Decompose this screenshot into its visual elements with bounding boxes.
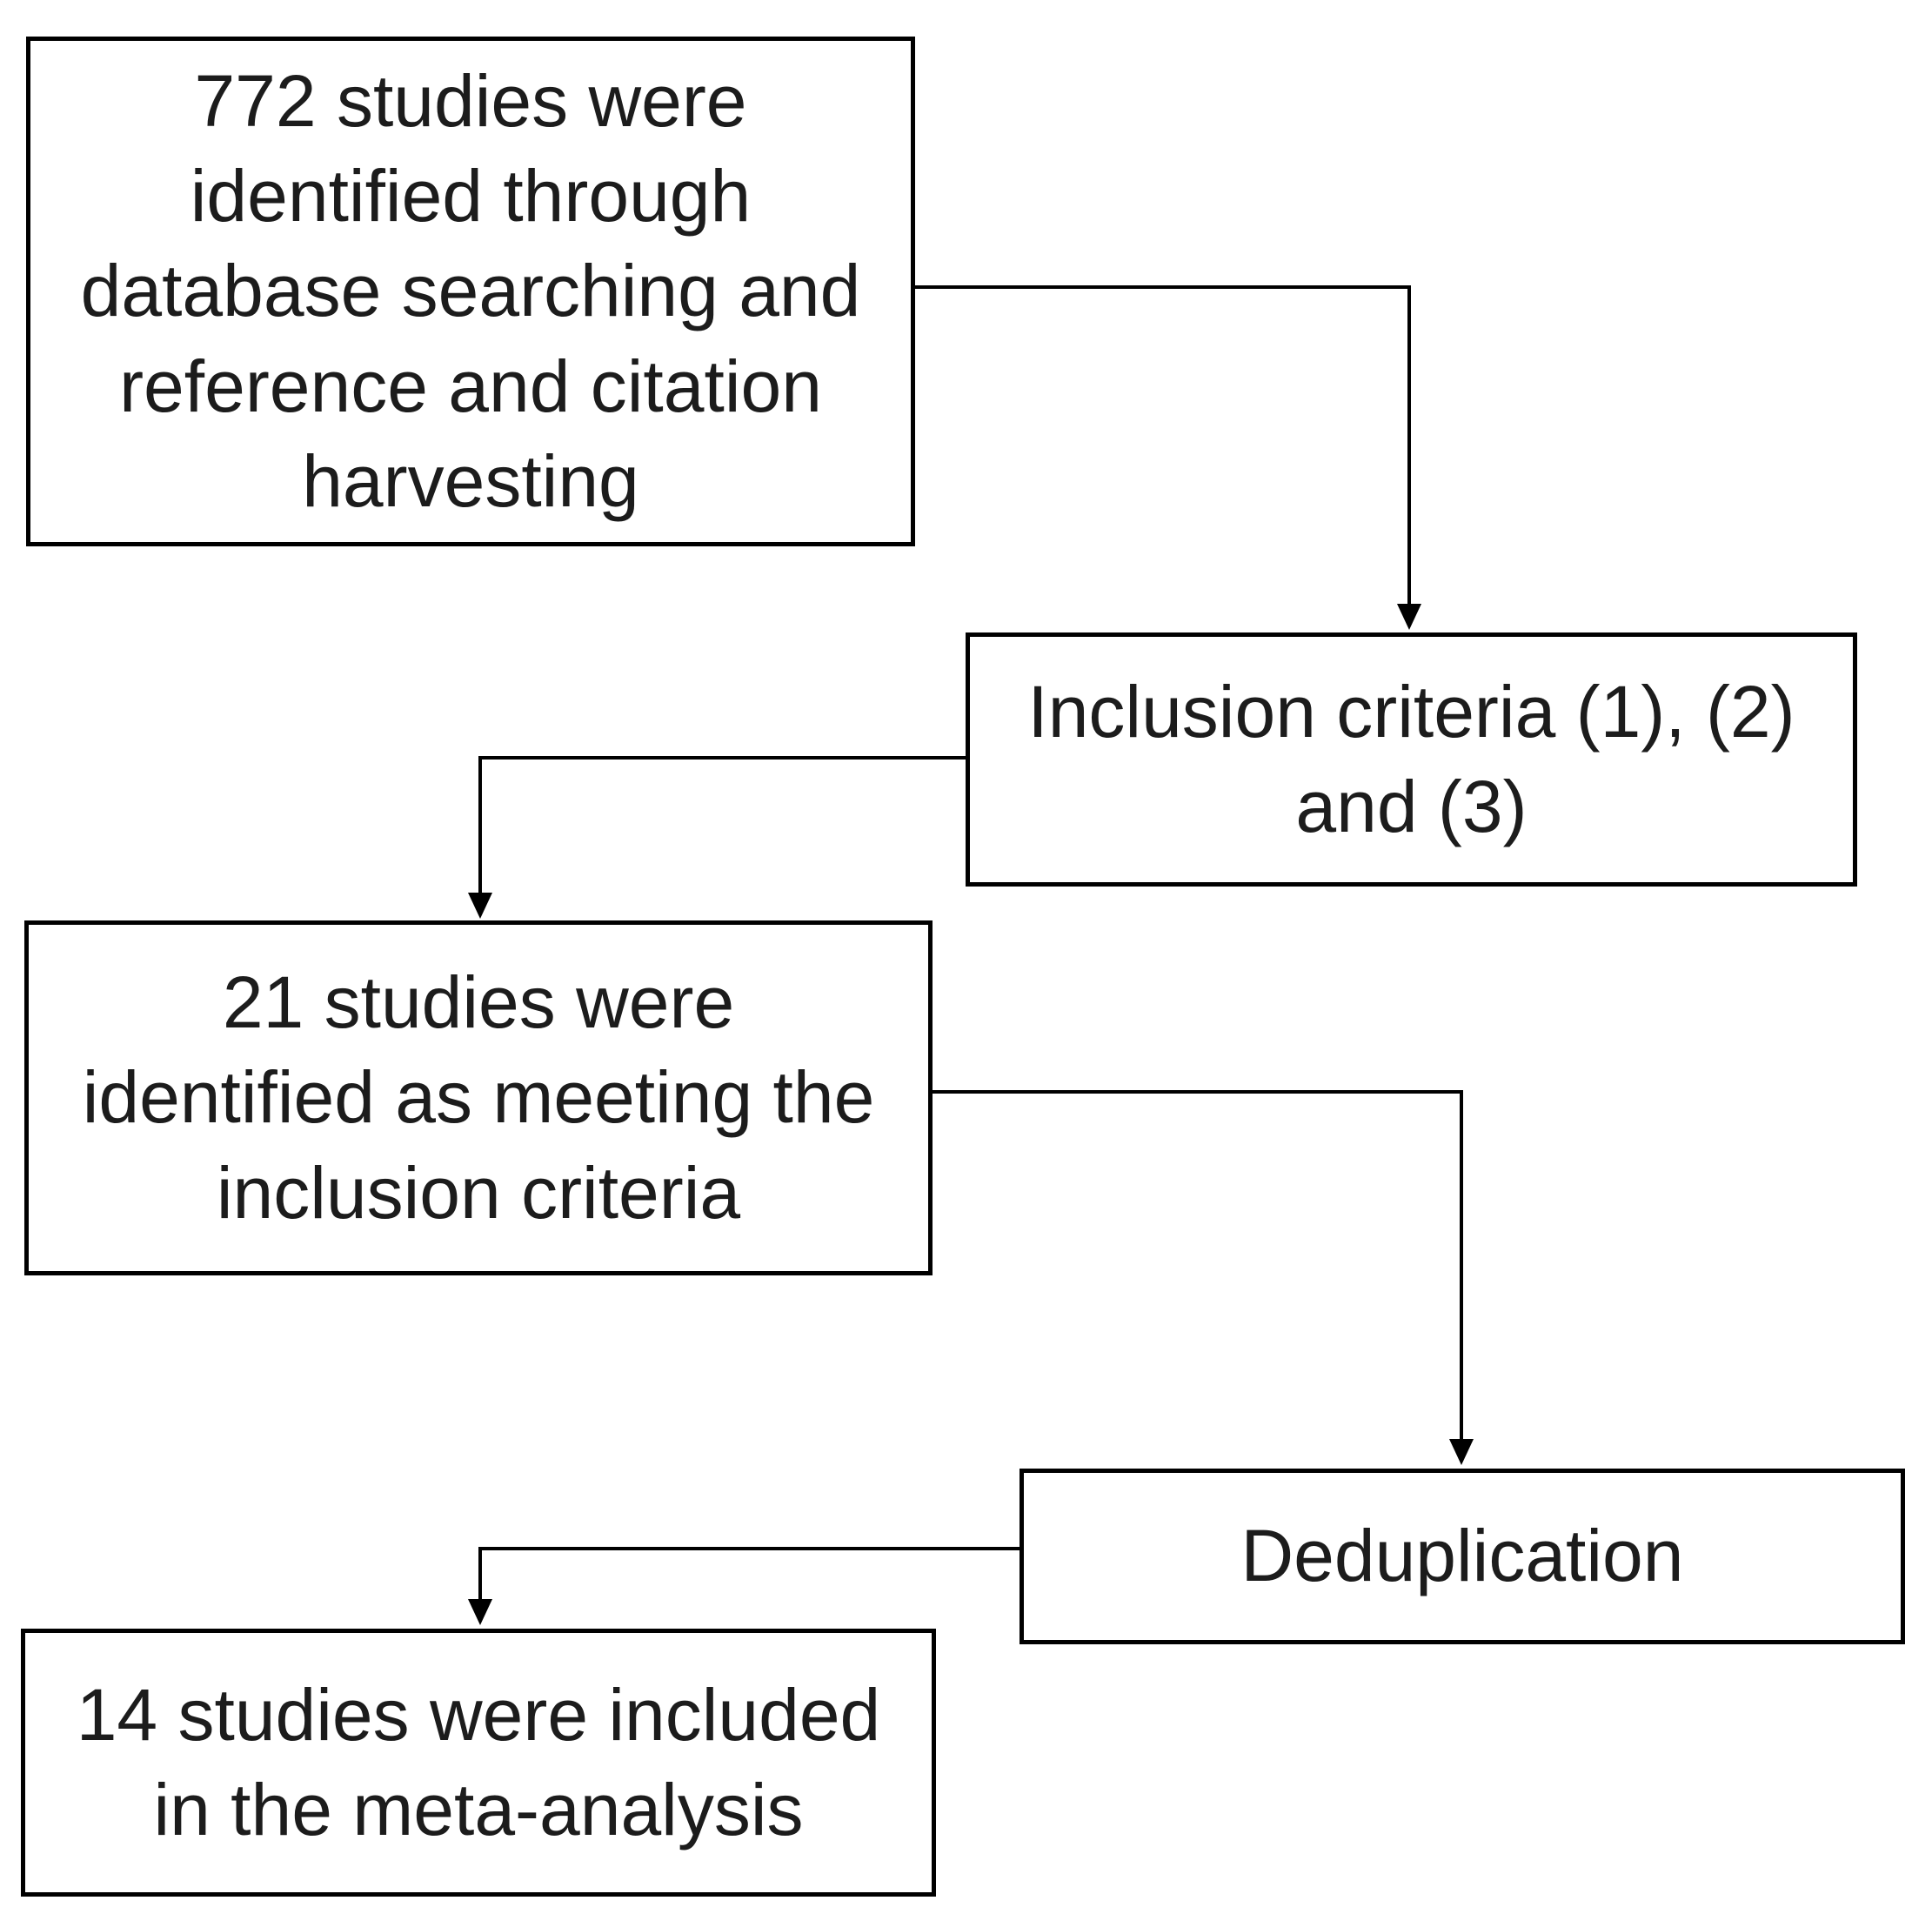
connector-criteria-to-meeting-vertical <box>478 756 482 895</box>
node-studies-included-label: 14 studies were included in the meta-ana… <box>76 1673 881 1850</box>
node-studies-identified-label: 772 studies were identified through data… <box>80 60 861 522</box>
arrowhead-down-icon <box>1449 1439 1474 1465</box>
connector-meeting-to-dedup-vertical <box>1460 1090 1463 1442</box>
node-studies-included: 14 studies were included in the meta-ana… <box>21 1629 936 1897</box>
node-studies-identified: 772 studies were identified through data… <box>26 37 915 546</box>
arrowhead-down-icon <box>1397 604 1421 630</box>
node-deduplication-label: Deduplication <box>1240 1515 1684 1597</box>
node-inclusion-criteria: Inclusion criteria (1), (2) and (3) <box>966 632 1857 887</box>
node-inclusion-criteria-label: Inclusion criteria (1), (2) and (3) <box>1027 670 1795 847</box>
node-studies-meeting-criteria-label: 21 studies were identified as meeting th… <box>82 961 875 1234</box>
arrowhead-down-icon <box>468 1599 492 1625</box>
arrowhead-down-icon <box>468 893 492 919</box>
connector-dedup-to-included-horizontal <box>478 1547 1019 1550</box>
connector-dedup-to-included-vertical <box>478 1547 482 1603</box>
connector-criteria-to-meeting-horizontal <box>478 756 966 760</box>
node-studies-meeting-criteria: 21 studies were identified as meeting th… <box>24 920 933 1275</box>
connector-meeting-to-dedup-horizontal <box>933 1090 1463 1094</box>
connector-identified-to-criteria-horizontal <box>915 285 1411 289</box>
connector-identified-to-criteria-vertical <box>1407 285 1411 607</box>
node-deduplication: Deduplication <box>1019 1469 1905 1644</box>
